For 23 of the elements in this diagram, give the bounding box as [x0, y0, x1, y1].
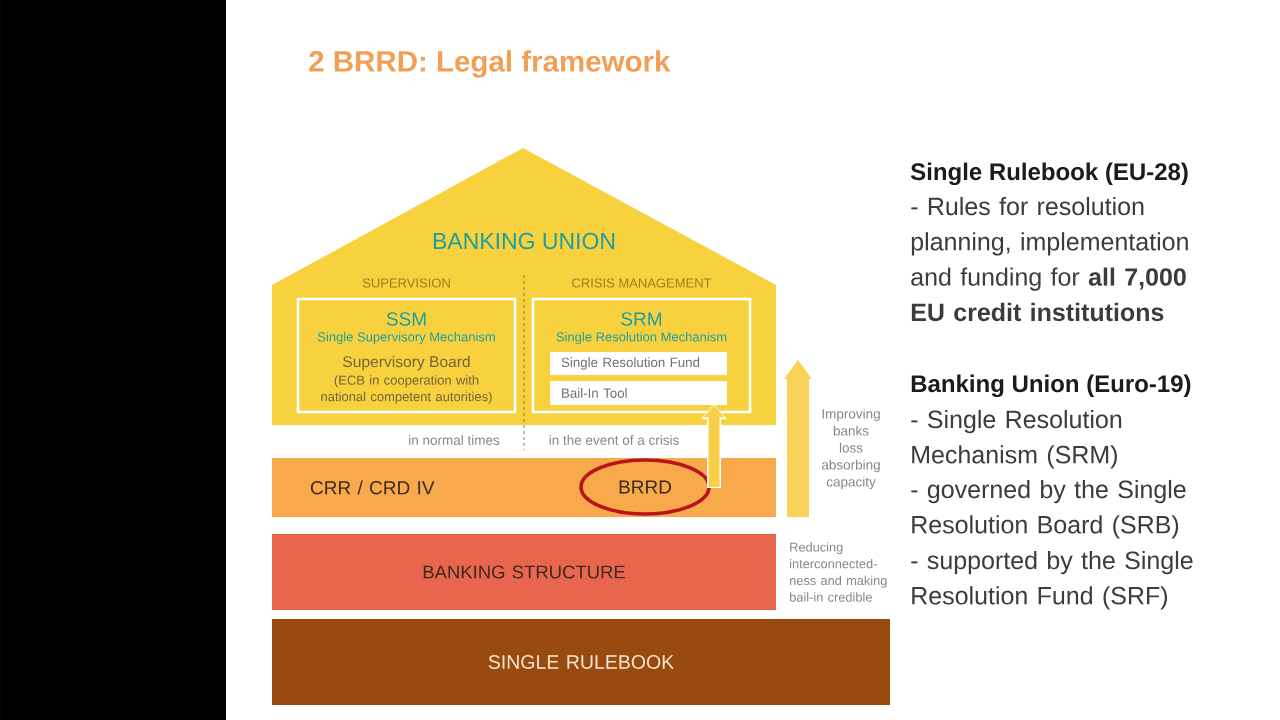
title: 2 BRRD: Legal framework: [309, 50, 671, 78]
framed-box: SSM Single Supervisory Mechanism Supervisory Board (ECB in cooperation with national competent autorities): [296, 297, 517, 414]
node-label: Supervisory Board: [343, 355, 470, 371]
heading: Single Rulebook (EU-28): [910, 162, 1188, 186]
bullet-item: - supported by the Single Resolution Fund (SRF): [911, 550, 1193, 610]
column-heading: SUPERVISION: [362, 278, 450, 288]
bullet-item: - Rules for resolution planning, implementation and funding for all 7,000 EU credit institutions: [911, 196, 1188, 322]
node-label: Single Supervisory Mechanism: [317, 331, 495, 345]
side-note: Improving banks loss absorbing capacity: [821, 408, 880, 490]
layer-band: BANKING STRUCTURE: [272, 534, 776, 610]
column-note: in the event of a crisis: [549, 435, 679, 445]
side-note: Reducing interconnected- ness and making bail-in credible: [790, 542, 887, 602]
node-label: SSM: [386, 312, 426, 326]
heading: Banking Union (Euro-19): [911, 374, 1191, 398]
column-heading: CRISIS MANAGEMENT: [572, 278, 712, 288]
column-note: in normal times: [409, 435, 500, 445]
node-label: (ECB in cooperation with national competent autorities): [321, 375, 492, 404]
bullet-item: - Single Resolution Mechanism (SRM): [911, 409, 1122, 469]
list-box: Single Resolution Fund: [550, 352, 727, 375]
layer-band: SINGLE RULEBOOK: [272, 619, 890, 705]
arrow: [701, 404, 727, 488]
circled-text: BRRD: [579, 458, 711, 516]
bullet-item: - governed by the Single Resolution Board (SRB): [911, 479, 1186, 539]
